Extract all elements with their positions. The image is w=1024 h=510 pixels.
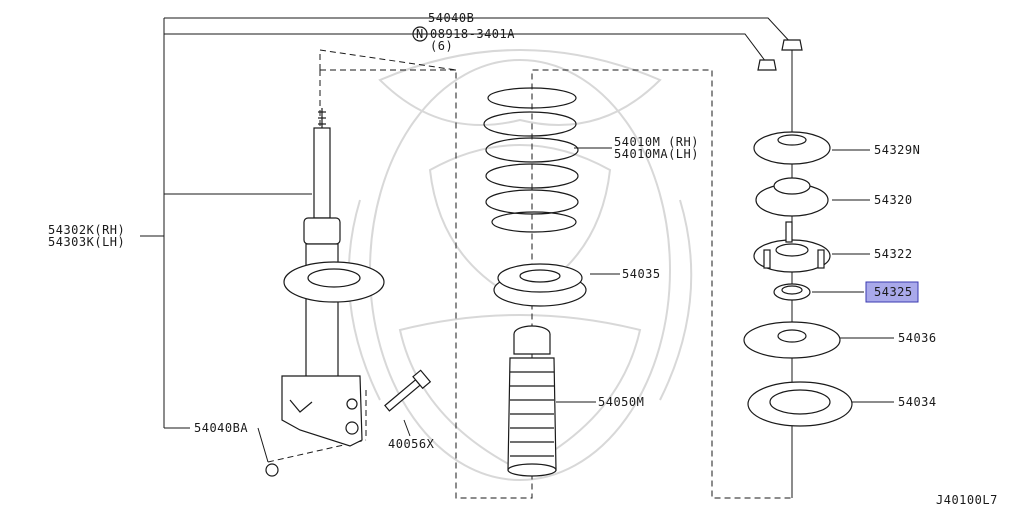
label-n-prefix: N — [416, 27, 424, 41]
strut-assembly — [265, 108, 432, 477]
label-54036[interactable]: 54036 — [898, 331, 937, 345]
label-54010M-rh[interactable]: 54010M (RH) — [614, 135, 699, 149]
label-54303K-lh[interactable]: 54303K(LH) — [48, 235, 125, 249]
watermark-emblem — [347, 49, 693, 481]
label-54034[interactable]: 54034 — [898, 395, 937, 409]
label-54320[interactable]: 54320 — [874, 193, 913, 207]
upper-mount-stack — [743, 39, 853, 427]
label-54325[interactable]: 54325 — [874, 285, 913, 299]
label-54040BA[interactable]: 54040BA — [194, 421, 248, 435]
label-54040B[interactable]: 54040B — [428, 11, 474, 25]
label-54050M[interactable]: 54050M — [598, 395, 644, 409]
highlight-54325 — [865, 281, 919, 303]
coil-spring — [483, 87, 579, 233]
label-54010MA-lh[interactable]: 54010MA(LH) — [614, 147, 699, 161]
label-08918-qty: (6) — [430, 39, 453, 53]
group-outlines — [267, 49, 792, 499]
label-54035[interactable]: 54035 — [622, 267, 661, 281]
label-54322[interactable]: 54322 — [874, 247, 913, 261]
label-54329N[interactable]: 54329N — [874, 143, 920, 157]
spring-seat — [493, 263, 587, 307]
label-08918-3401A[interactable]: 08918-3401A — [430, 27, 515, 41]
n-circle-icon — [412, 26, 428, 42]
diagram-code: J40100L7 — [936, 493, 998, 507]
label-54302K-rh[interactable]: 54302K(RH) — [48, 223, 125, 237]
bump-stop-boot — [507, 325, 557, 477]
label-40056X[interactable]: 40056X — [388, 437, 435, 451]
